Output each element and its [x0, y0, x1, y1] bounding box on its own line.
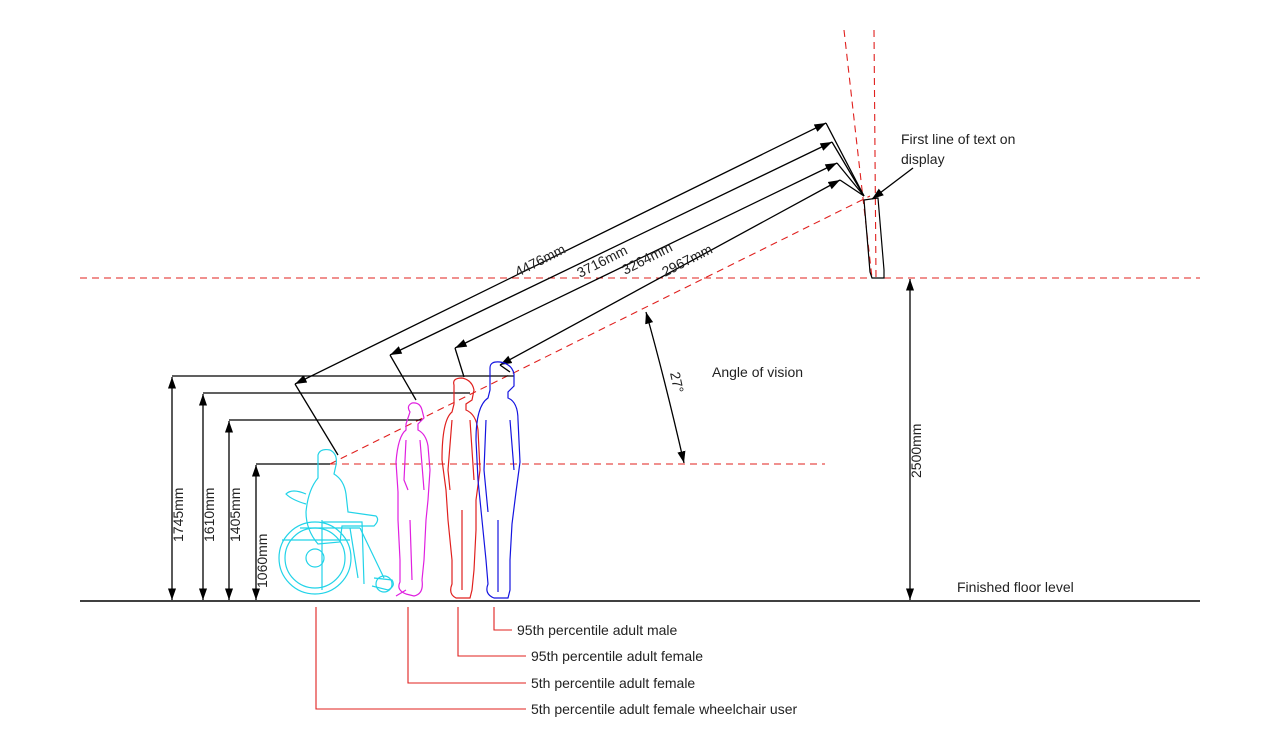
display-note-line1: First line of text on [901, 131, 1015, 147]
female-5th-percentile-figure [395, 402, 431, 597]
angle-arc [645, 311, 686, 464]
display-note-leader [871, 167, 914, 200]
eye-height-label-1: 1745mm [170, 488, 186, 542]
eye-height-label-4: 1060mm [254, 534, 270, 588]
eye-height-label-2: 1610mm [201, 488, 217, 542]
eye-height-label-3: 1405mm [227, 488, 243, 542]
legend-female-95th: 95th percentile adult female [531, 648, 703, 664]
sightline-dimensions [294, 122, 865, 456]
display-height-label: 2500mm [908, 424, 924, 478]
display-note-line2: display [901, 151, 945, 167]
legend-male-95th: 95th percentile adult male [517, 622, 678, 638]
legend-female-5th: 5th percentile adult female [531, 675, 695, 691]
line-of-sight [329, 195, 871, 465]
angle-label: Angle of vision [712, 364, 803, 380]
legend-wheelchair-user: 5th percentile adult female wheelchair u… [531, 701, 797, 717]
display-unit [863, 197, 885, 279]
eye-height-dimensions [167, 375, 514, 600]
female-95th-percentile-figure [441, 377, 481, 599]
wheelchair-user-figure [278, 448, 394, 595]
male-95th-percentile-figure [475, 361, 521, 599]
floor-label: Finished floor level [957, 579, 1074, 595]
display-cone-right [873, 29, 877, 279]
angle-value: 27° [667, 370, 687, 394]
legend-leaders [315, 607, 526, 710]
